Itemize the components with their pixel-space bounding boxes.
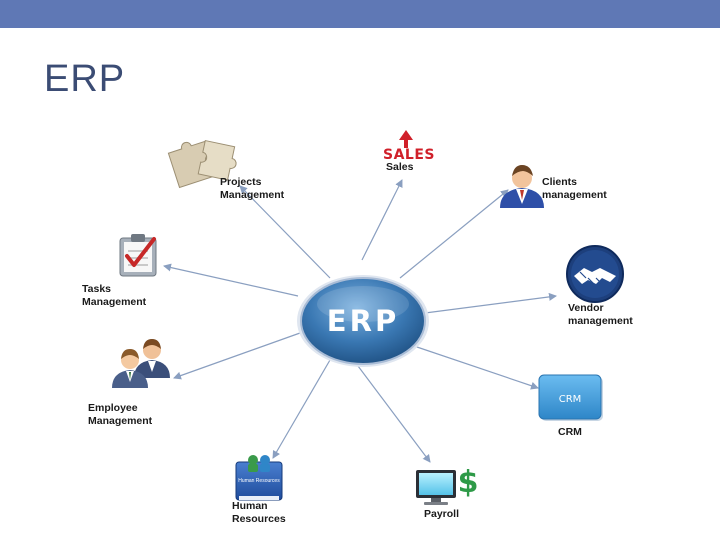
label-employee-management: Employee Management: [88, 402, 153, 427]
slide-title: ERP: [44, 58, 126, 100]
crm-box-icon: CRM: [538, 374, 603, 421]
arrow-to-clients: [399, 189, 509, 279]
label-clients-management: Clients management: [542, 176, 607, 201]
employee-group-icon: [112, 339, 170, 388]
label-human-resources: Human Resources: [232, 500, 286, 525]
arrow-to-sales: [361, 179, 403, 261]
sales-logo-icon: SALES: [383, 130, 435, 163]
vendor-handshake-icon: [566, 245, 624, 303]
human-resources-book-icon: Human Resources: [235, 455, 283, 501]
arrow-to-projects: [239, 185, 331, 279]
payroll-monitor-icon: $: [416, 465, 478, 505]
crm-box-text: CRM: [559, 394, 582, 405]
dollar-icon: $: [458, 465, 479, 500]
task-clipboard-icon: [119, 234, 157, 277]
arrow-to-payroll: [357, 365, 431, 463]
label-projects-management: Projects Management: [220, 176, 285, 201]
label-payroll: Payroll: [424, 508, 460, 520]
arrow-to-crm: [413, 345, 539, 390]
erp-diagram: ERP SALES: [68, 128, 678, 533]
sales-logo-text: SALES: [383, 147, 435, 163]
label-tasks-management: Tasks Management: [82, 283, 147, 308]
label-sales: Sales: [386, 161, 414, 173]
hub-label: ERP: [327, 304, 399, 338]
label-crm: CRM: [558, 426, 582, 438]
erp-hub: ERP: [297, 275, 429, 367]
hr-book-text: Human Resources: [238, 478, 280, 484]
label-vendor-management: Vendor management: [568, 302, 633, 327]
diagram-canvas: ERP SALES: [112, 130, 624, 505]
arrow-to-vendor: [424, 292, 557, 314]
arrow-to-tasks: [163, 263, 299, 297]
arrow-to-human-resources: [272, 359, 331, 459]
arrow-to-employee: [173, 332, 301, 380]
connector-arrows: [163, 179, 557, 463]
header-bar: [0, 0, 720, 28]
puzzle-icon: [167, 139, 237, 189]
client-person-icon: [500, 165, 544, 208]
